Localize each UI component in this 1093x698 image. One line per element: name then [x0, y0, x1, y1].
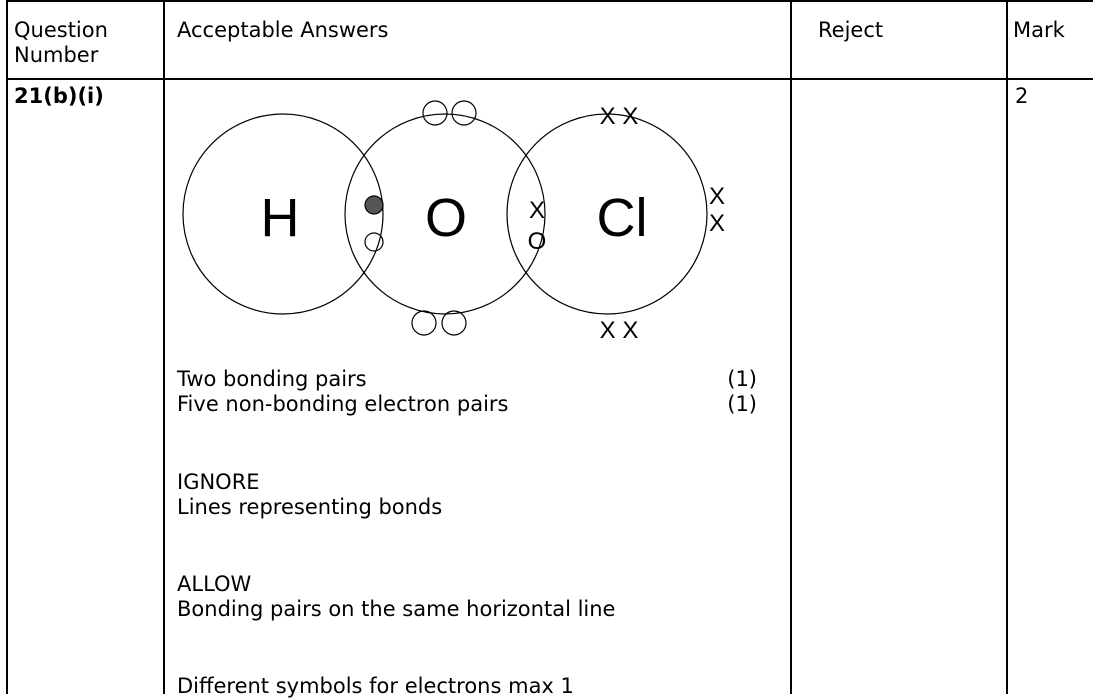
header-reject: Reject — [818, 18, 884, 42]
header-question-number-line1: Question — [14, 18, 108, 42]
shared-electron-x: X — [529, 197, 545, 224]
header-acceptable-answers: Acceptable Answers — [177, 18, 389, 42]
atom-label-h: H — [261, 188, 300, 248]
table-border-left — [6, 0, 8, 694]
header-question-number-line2: Number — [14, 43, 99, 67]
column-divider-2 — [790, 0, 792, 694]
max-note: Different symbols for electrons max 1 — [177, 674, 574, 698]
o-atom-circle — [344, 113, 546, 315]
ignore-text: Lines representing bonds — [177, 495, 443, 519]
answer-point-2: Five non-bonding electron pairs — [177, 392, 509, 416]
shared-electron-circle — [364, 232, 384, 252]
question-number: 21(b)(i) — [14, 84, 104, 108]
cl-lone-electron-right: X — [709, 183, 725, 210]
shared-electron-dot — [364, 195, 384, 215]
allow-heading: ALLOW — [177, 572, 252, 596]
cl-lone-electron-right: X — [709, 210, 725, 237]
ignore-heading: IGNORE — [177, 470, 260, 494]
h-atom-circle — [182, 113, 384, 315]
cl-lone-electron-bottom: X X — [600, 317, 639, 344]
o-lone-electron — [411, 310, 437, 336]
column-divider-1 — [163, 0, 165, 694]
cl-atom-circle — [506, 113, 708, 315]
cl-lone-electron-top: X X — [600, 103, 639, 130]
shared-electron-o: O — [528, 228, 547, 255]
allow-text: Bonding pairs on the same horizontal lin… — [177, 597, 616, 621]
answer-point-1: Two bonding pairs — [177, 367, 367, 391]
answer-point-1-mark: (1) — [727, 367, 757, 391]
o-lone-electron — [441, 310, 467, 336]
o-lone-electron — [451, 100, 477, 126]
mark-value: 2 — [1015, 84, 1029, 108]
answer-point-2-mark: (1) — [727, 392, 757, 416]
o-lone-electron — [422, 100, 448, 126]
table-border-top — [6, 0, 1093, 2]
dot-cross-diagram: H O Cl X O X X X X X X — [182, 100, 725, 344]
header-mark: Mark — [1013, 18, 1065, 42]
column-divider-3 — [1006, 0, 1008, 694]
atom-label-cl: Cl — [597, 188, 648, 248]
header-row-divider — [6, 78, 1093, 80]
atom-label-o: O — [425, 188, 467, 248]
